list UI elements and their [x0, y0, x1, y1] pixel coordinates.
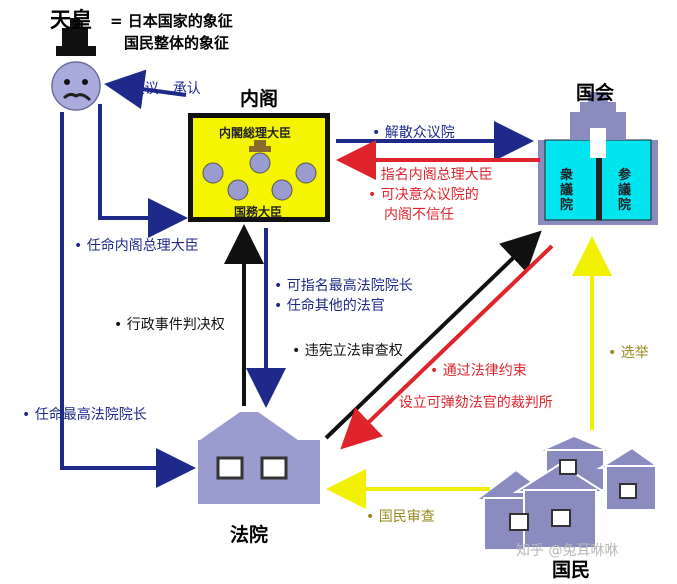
arrow-cabinet-to-emperor [104, 69, 187, 110]
label-cabinet-to-court-2: • 任命其他的法官 [274, 298, 385, 314]
diet-title: 国会 [576, 82, 615, 104]
emperor-title: 天皇 [50, 8, 92, 32]
emperor-note-line1: = 日本国家的象征 [110, 12, 233, 30]
watermark: 知乎 @兔耳咻咻 [516, 543, 619, 559]
cabinet-box-top-label: 内閣総理大臣 [219, 126, 292, 140]
minister-face [202, 152, 317, 201]
cabinet-box-bottom-label: 国務大臣 [234, 205, 283, 219]
arrow-court-to-diet [324, 230, 542, 440]
label-diet-to-cabinet-2: • 可决意众议院的 [368, 187, 479, 203]
label-cabinet-to-court-1: • 可指名最高法院院长 [274, 278, 413, 294]
people-title: 国民 [552, 559, 591, 581]
label-court-to-diet: • 违宪立法审查权 [292, 343, 403, 359]
cabinet-title: 内阁 [240, 88, 279, 110]
court-title: 法院 [230, 524, 269, 546]
arrow-emperor-to-court [60, 112, 196, 488]
diet-house-left-label: 衆議院 [560, 168, 574, 213]
emperor-note-line2: 国民整体的象征 [124, 34, 230, 52]
label-court-to-cabinet: • 行政事件判决权 [114, 317, 225, 333]
label-people-to-court: • 国民审查 [366, 509, 435, 525]
label-cabinet-to-emperor: • 提议、承认 [118, 81, 201, 97]
people-houses [473, 434, 664, 551]
label-diet-to-cabinet-1: • 指名内阁总理大臣 [368, 167, 493, 183]
label-diet-to-court-2: • 设立可弹劾法官的裁判所 [386, 395, 553, 411]
arrow-emperor-to-cabinet [98, 104, 188, 238]
emperor-figure [51, 18, 101, 111]
diet-building [538, 92, 658, 225]
label-emperor-to-cabinet: • 任命内阁总理大臣 [74, 238, 199, 254]
court-building [198, 412, 320, 504]
arrow-diet-to-court [340, 244, 554, 450]
label-emperor-to-court: • 任命最高法院院长 [22, 407, 147, 423]
cabinet-box [188, 113, 330, 222]
label-people-to-diet: • 选举 [608, 345, 649, 361]
label-diet-to-court-1: • 通过法律约束 [430, 363, 527, 379]
label-cabinet-to-diet: • 解散众议院 [372, 125, 455, 141]
label-diet-to-cabinet-3: 内阁不信任 [384, 207, 454, 223]
diet-house-right-label: 参議院 [618, 168, 632, 213]
